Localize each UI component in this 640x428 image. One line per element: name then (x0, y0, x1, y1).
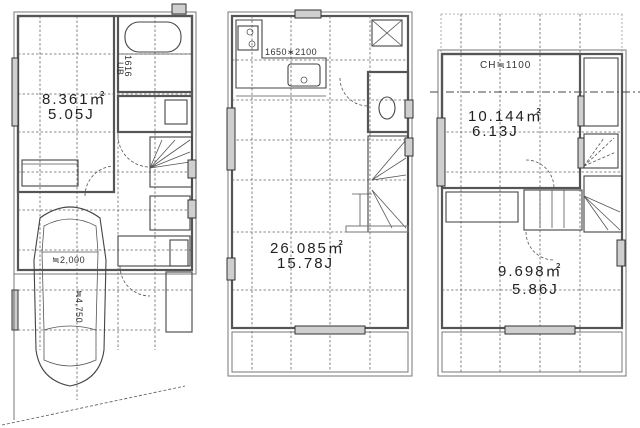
parking-width-dimension: ≒2,000 (52, 255, 86, 265)
loft-ceiling-height: CH≒1100 (480, 60, 532, 71)
room-3f-south-area-jo: 5.86J (512, 281, 559, 298)
room-3f-north-area-jo: 6.13J (472, 123, 519, 140)
parking-length-dimension: ≒4,750 (74, 290, 84, 324)
kitchen-size-label: 1650∗2100 (265, 47, 318, 57)
floor-2f (226, 9, 414, 377)
car-icon (33, 206, 107, 387)
room-3f-north-area-m2: 10.144㎡ (468, 108, 543, 125)
room-1f-area-jo: 5.05J (48, 106, 95, 123)
ldk-area-m2: 26.085㎡ (270, 240, 345, 257)
floor-1f (1, 3, 197, 426)
room-1f-area-m2: 8.361㎡ (42, 91, 107, 108)
room-3f-south-area-m2: 9.698㎡ (498, 263, 563, 280)
unit-bath-label: UB (115, 62, 125, 76)
floor-3f (430, 13, 640, 377)
ldk-area-jo: 15.78J (277, 255, 335, 272)
